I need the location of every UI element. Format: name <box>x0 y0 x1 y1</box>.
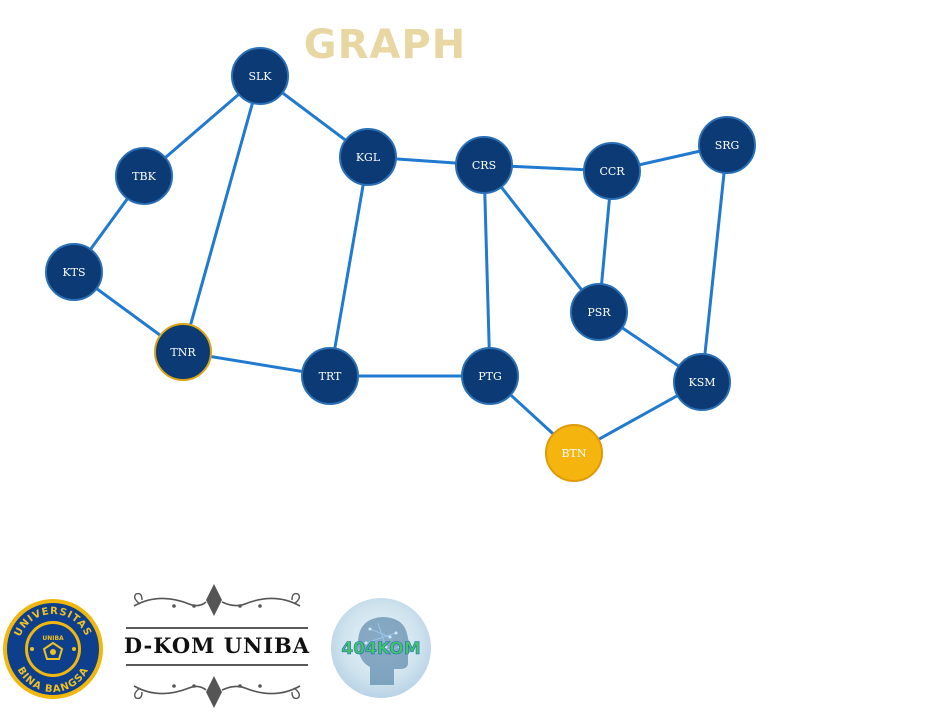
node-label: TRT <box>319 370 342 383</box>
node-label: CCR <box>599 165 625 178</box>
node-circle <box>231 47 289 105</box>
university-seal-logo: UNIVERSITAS BINA BANGSA UNIBA <box>2 598 104 700</box>
node-label: TNR <box>170 346 196 359</box>
node-crs: CRS <box>455 136 513 194</box>
node-psr: PSR <box>570 283 628 341</box>
node-circle <box>583 142 641 200</box>
edge-crs-ptg <box>482 164 492 377</box>
graph-diagram: SLK TBK KTS TNR KGL TRT CRS PTG CCR SRG PSR KSM BTN <box>45 47 756 482</box>
node-label: SRG <box>715 139 740 152</box>
node-label: KGL <box>356 151 381 164</box>
node-circle <box>45 243 103 301</box>
node-btn: BTN <box>545 424 603 482</box>
node-label: TBK <box>132 170 156 183</box>
404kom-text: 404KOM <box>341 639 420 659</box>
edge-slk-tnr <box>181 75 262 353</box>
node-ptg: PTG <box>461 347 519 405</box>
node-label: PSR <box>587 306 611 319</box>
node-circle <box>115 147 173 205</box>
node-circle <box>570 283 628 341</box>
node-circle <box>154 323 212 381</box>
graph-title: GRAPH <box>303 22 467 68</box>
node-trt: TRT <box>301 347 359 405</box>
node-circle <box>301 347 359 405</box>
node-circle <box>339 128 397 186</box>
node-label: CRS <box>472 159 496 172</box>
node-circle <box>461 347 519 405</box>
404kom-logo: 404KOM <box>330 597 432 699</box>
dkom-uniba-text: D-KOM UNIBA <box>123 633 311 658</box>
node-circle <box>545 424 603 482</box>
edge-srg-ksm <box>700 144 729 383</box>
node-label: PTG <box>478 370 502 383</box>
node-ksm: KSM <box>673 353 731 411</box>
node-kgl: KGL <box>339 128 397 186</box>
edge-kgl-trt <box>328 156 370 377</box>
dkom-uniba-logo: D-KOM UNIBA <box>104 582 330 712</box>
node-tnr: TNR <box>154 323 212 381</box>
node-label: BTN <box>561 447 586 460</box>
node-label: SLK <box>248 70 272 83</box>
node-circle <box>673 353 731 411</box>
node-label: KSM <box>688 376 715 389</box>
edge-crs-psr <box>482 164 601 313</box>
node-circle <box>698 116 756 174</box>
node-ccr: CCR <box>583 142 641 200</box>
node-circle <box>455 136 513 194</box>
node-label: KTS <box>62 266 85 279</box>
node-tbk: TBK <box>115 147 173 205</box>
node-slk: SLK <box>231 47 289 105</box>
node-srg: SRG <box>698 116 756 174</box>
svg-text:UNIBA: UNIBA <box>42 635 64 642</box>
node-kts: KTS <box>45 243 103 301</box>
